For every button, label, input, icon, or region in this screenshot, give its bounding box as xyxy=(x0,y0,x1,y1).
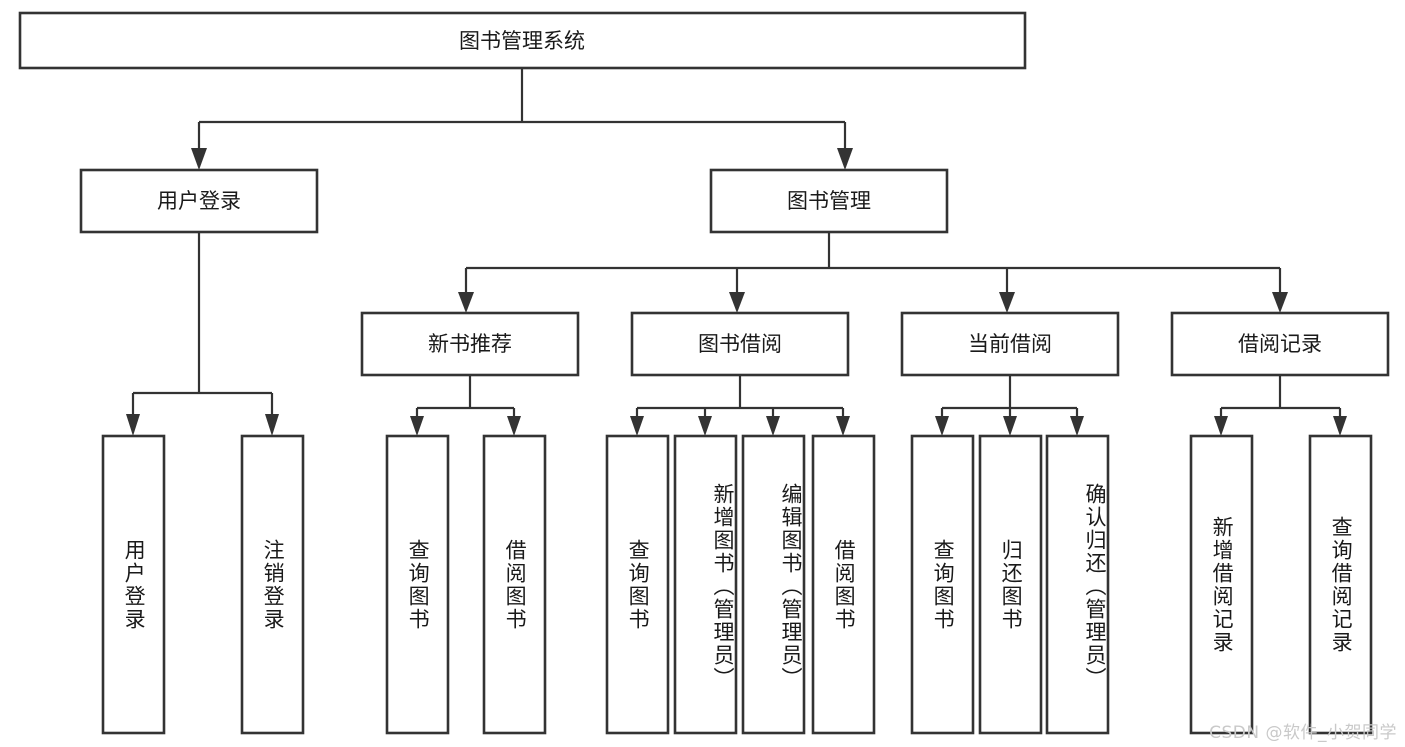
arrow-head-icon xyxy=(191,148,207,170)
arrow-head-icon xyxy=(458,292,474,313)
connector-newbook-to-leaves xyxy=(410,375,521,436)
node-leaf-query-book-2[interactable] xyxy=(605,434,670,735)
node-leaf-add-borrow-record[interactable] xyxy=(1189,434,1254,735)
node-new-book-recommend[interactable]: 新书推荐 xyxy=(360,311,580,377)
node-leaf-user-login[interactable] xyxy=(101,434,166,735)
arrow-head-icon xyxy=(837,148,853,170)
arrow-head-icon xyxy=(766,416,780,436)
node-book-management[interactable]: 图书管理 xyxy=(709,168,949,234)
connector-root-to-level2 xyxy=(191,68,853,170)
node-leaf-add-book[interactable] xyxy=(673,434,738,735)
arrow-head-icon xyxy=(698,416,712,436)
node-book-management-label: 图书管理 xyxy=(787,189,871,213)
connector-bookmgmt-to-level3 xyxy=(458,232,1288,313)
arrow-head-icon xyxy=(1214,416,1228,436)
node-borrow-record-label: 借阅记录 xyxy=(1238,332,1322,356)
node-leaf-query-book-1[interactable] xyxy=(385,434,450,735)
node-root-label: 图书管理系统 xyxy=(459,29,585,53)
arrow-head-icon xyxy=(1070,416,1084,436)
arrow-head-icon xyxy=(999,292,1015,313)
node-book-borrow[interactable]: 图书借阅 xyxy=(630,311,850,377)
arrow-head-icon xyxy=(729,292,745,313)
arrow-head-icon xyxy=(126,414,140,436)
arrow-head-icon xyxy=(1272,292,1288,313)
node-leaf-edit-book[interactable] xyxy=(741,434,806,735)
node-leaf-borrow-book-2[interactable] xyxy=(811,434,876,735)
arrow-head-icon xyxy=(1333,416,1347,436)
arrow-head-icon xyxy=(410,416,424,436)
node-leaf-query-book-3[interactable] xyxy=(910,434,975,735)
node-leaf-confirm-return[interactable] xyxy=(1045,434,1110,735)
arrow-head-icon xyxy=(935,416,949,436)
node-user-login-label: 用户登录 xyxy=(157,189,241,213)
connector-bookborrow-to-leaves xyxy=(630,375,850,436)
arrow-head-icon xyxy=(836,416,850,436)
arrow-head-icon xyxy=(265,414,279,436)
node-root[interactable]: 图书管理系统 xyxy=(18,11,1027,70)
node-current-borrow-label: 当前借阅 xyxy=(968,332,1052,356)
csdn-watermark: CSDN @软件_小贺同学 xyxy=(1209,723,1397,743)
connector-userlogin-to-leaves xyxy=(126,232,279,436)
arrow-head-icon xyxy=(1003,416,1017,436)
node-leaf-query-borrow-record[interactable] xyxy=(1308,434,1373,735)
node-current-borrow[interactable]: 当前借阅 xyxy=(900,311,1120,377)
node-leaf-borrow-book-1[interactable] xyxy=(482,434,547,735)
node-borrow-record[interactable]: 借阅记录 xyxy=(1170,311,1390,377)
node-user-login[interactable]: 用户登录 xyxy=(79,168,319,234)
node-new-book-recommend-label: 新书推荐 xyxy=(428,332,512,356)
connector-borrowrecord-to-leaves xyxy=(1214,375,1347,436)
arrow-head-icon xyxy=(630,416,644,436)
node-book-borrow-label: 图书借阅 xyxy=(698,332,782,356)
node-leaf-return-book[interactable] xyxy=(978,434,1043,735)
connector-currentborrow-to-leaves xyxy=(935,375,1084,436)
arrow-head-icon xyxy=(507,416,521,436)
node-leaf-logout[interactable] xyxy=(240,434,305,735)
